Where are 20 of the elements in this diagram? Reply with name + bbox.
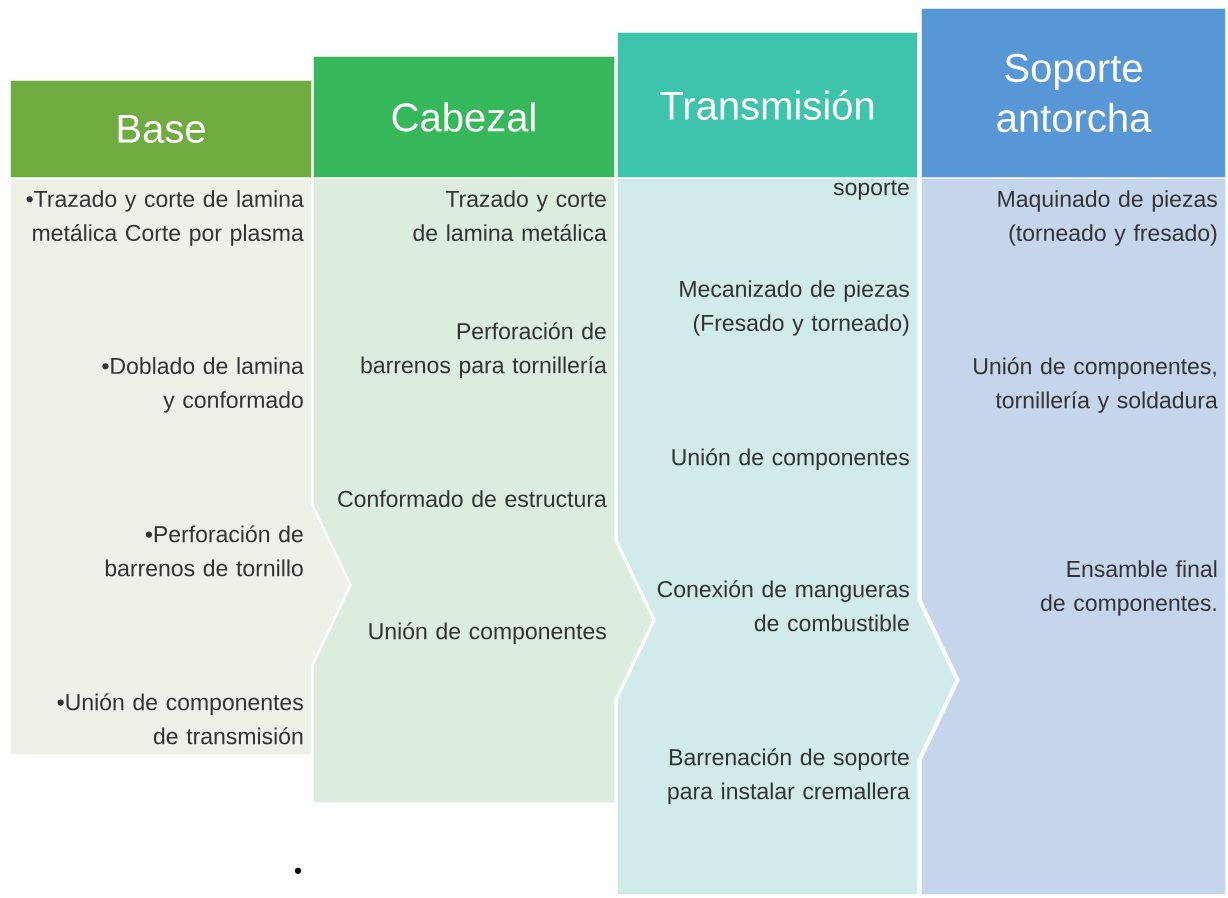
process-text: Unión de componentes bbox=[672, 448, 909, 470]
bullet-mark: • bbox=[294, 867, 302, 874]
process-text: Unión de componentes bbox=[369, 622, 606, 644]
process-text: Trazado y corte de lamina metálica bbox=[413, 190, 607, 242]
process-text: soporte bbox=[833, 180, 909, 200]
process-panel bbox=[616, 177, 957, 896]
header-box: Soporte antorcha bbox=[920, 7, 1227, 179]
process-text: Conexión de mangueras de combustible bbox=[657, 580, 909, 632]
process-text: Ensamble final de componentes. bbox=[1041, 560, 1217, 616]
process-panel bbox=[312, 177, 654, 804]
process-text: Mecanizado de piezas (Fresado y torneado) bbox=[680, 280, 909, 336]
header-box: Base bbox=[9, 79, 313, 179]
process-panel bbox=[920, 177, 1227, 896]
header-box: Transmisión bbox=[616, 31, 919, 179]
header-box: Cabezal bbox=[312, 55, 616, 179]
process-text: Perforación de barrenos para tornillería bbox=[361, 322, 607, 378]
process-text: Barrenación de soporte para instalar cremallera bbox=[668, 748, 910, 804]
process-text: Maquinado de piezas (torneado y fresado) bbox=[998, 190, 1217, 246]
process-text: Unión de componentes, tornillería y soldadura bbox=[974, 357, 1218, 413]
process-text: Conformado de estructura bbox=[338, 490, 607, 508]
